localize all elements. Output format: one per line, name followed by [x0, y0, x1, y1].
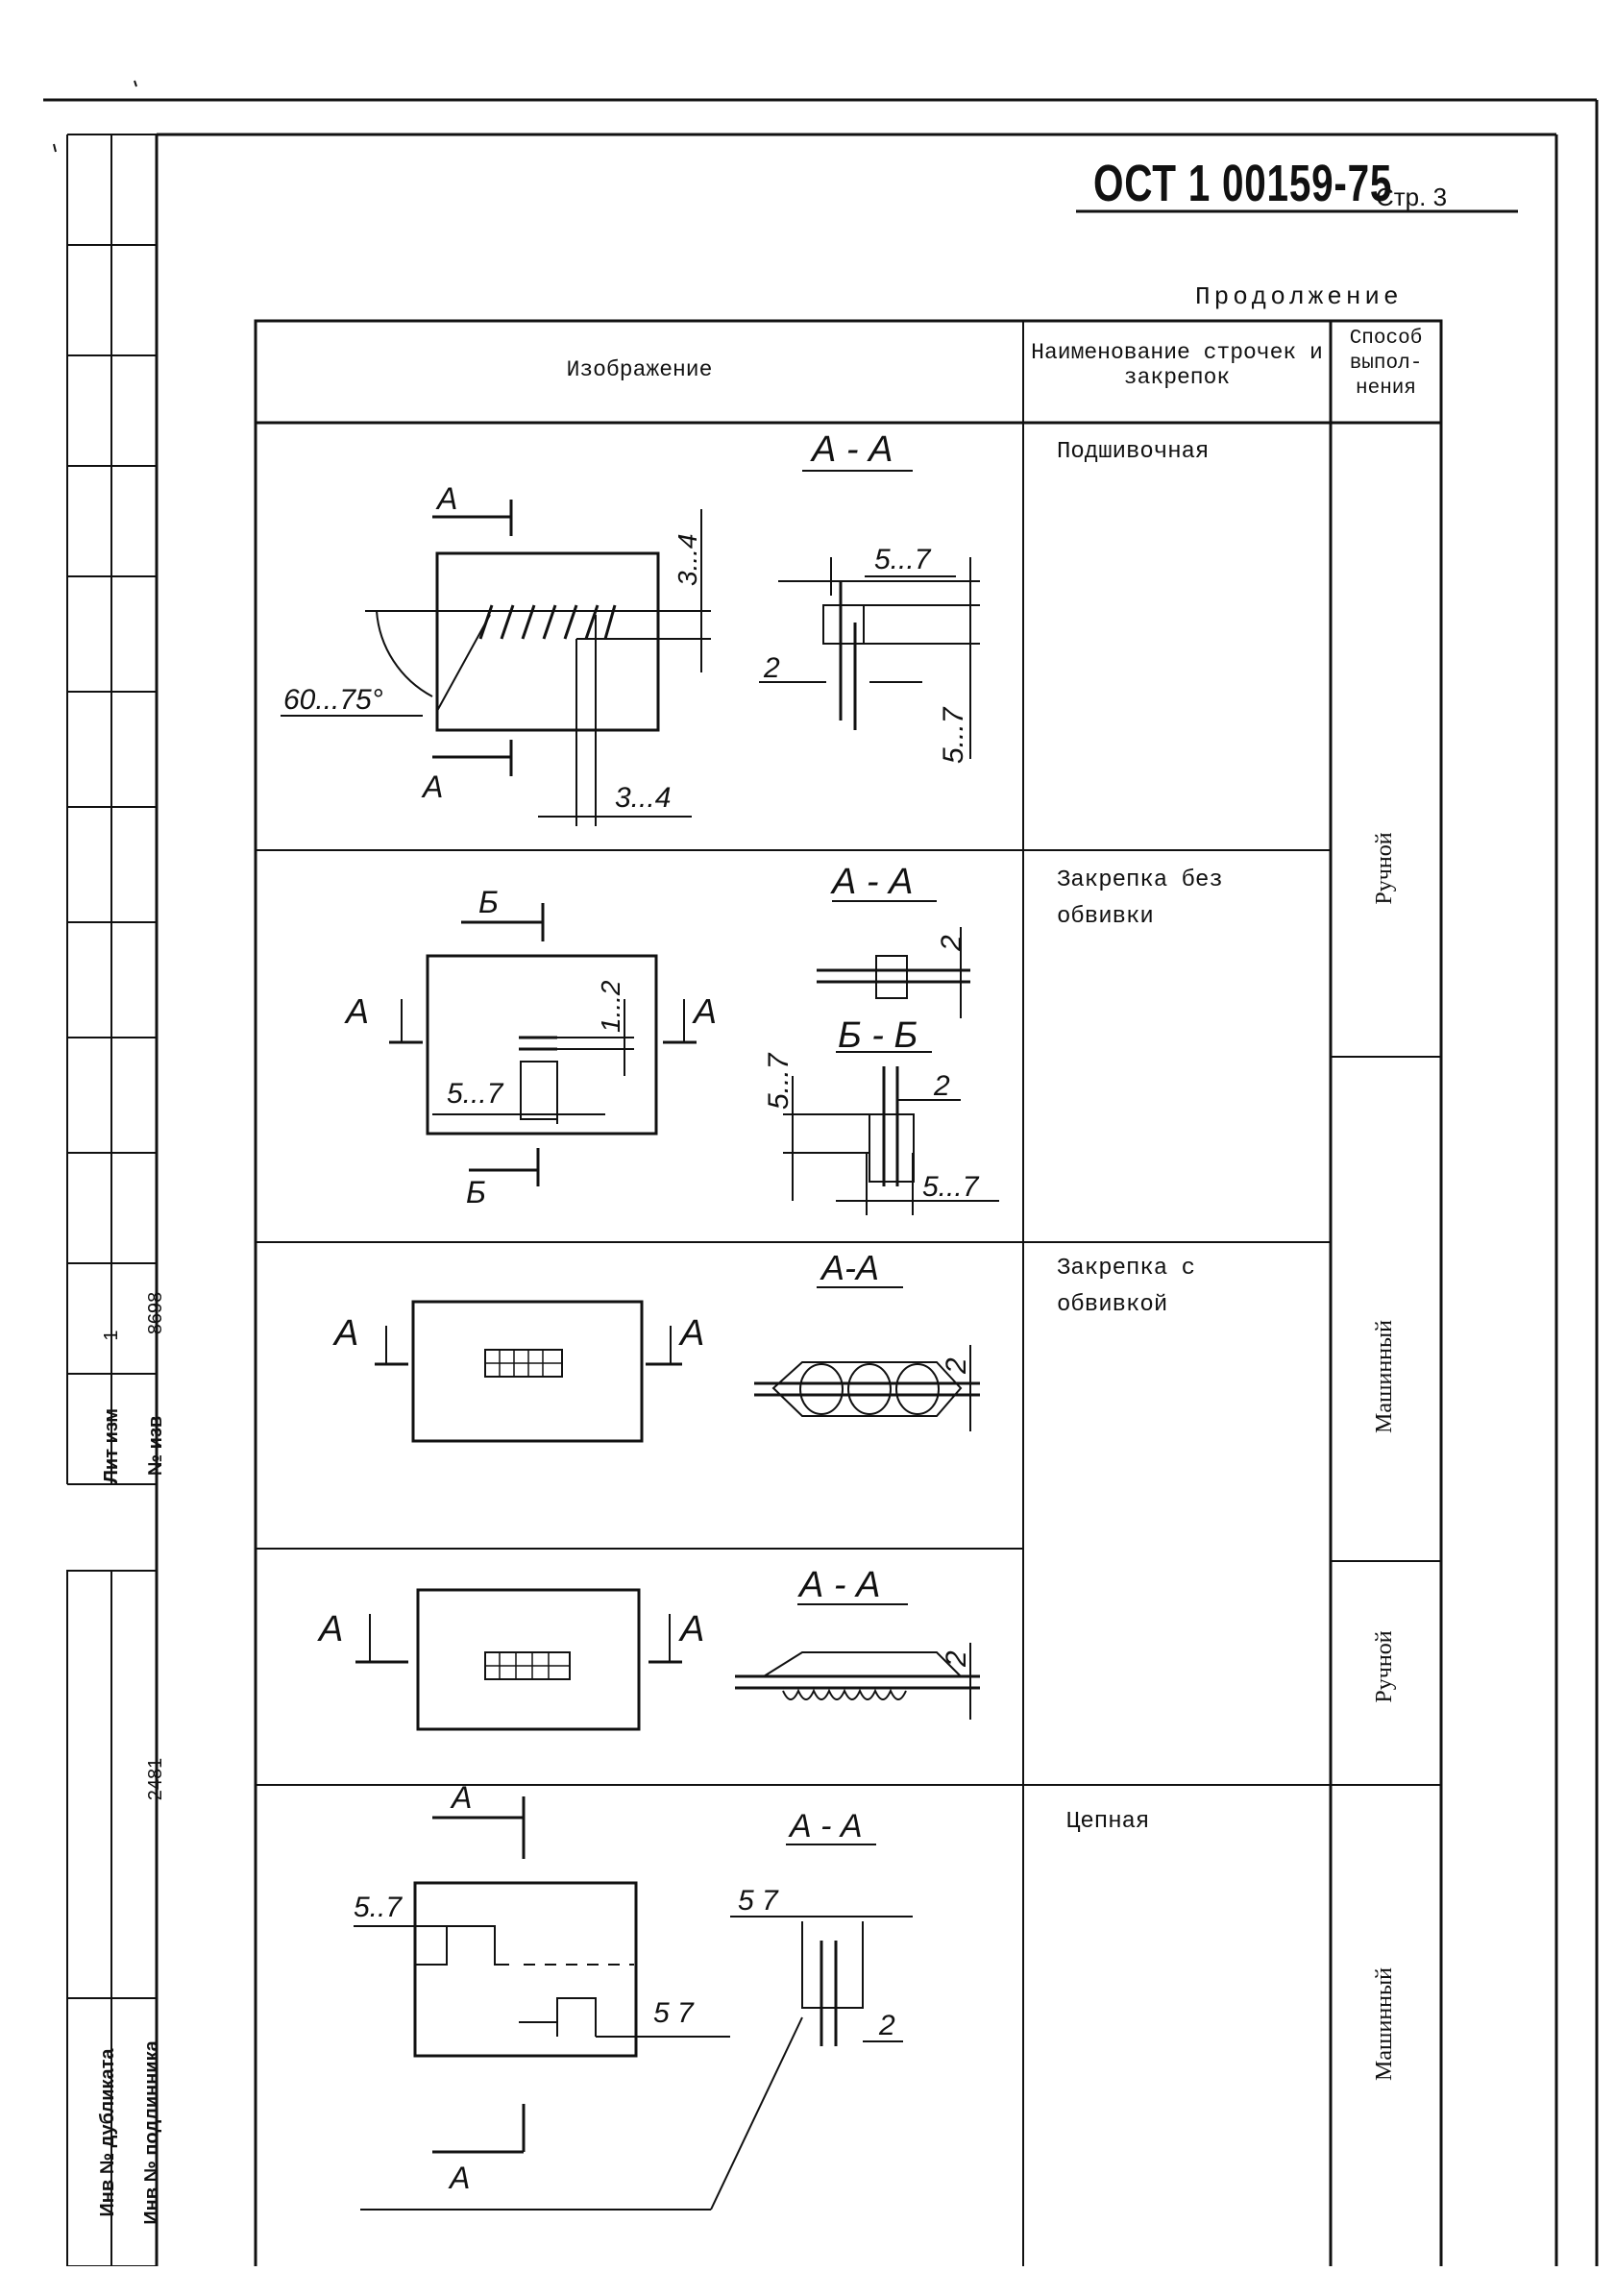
- row-1-name: Подшивочная: [1057, 439, 1210, 465]
- fabric-panel-5: [413, 1881, 638, 2058]
- dim-5-7-row2: 5...7: [447, 1078, 504, 1110]
- dim-3-4-bottom: 3...4: [615, 782, 671, 814]
- section-label-row5: А - А: [788, 1808, 863, 1844]
- dim-5-7-row2-bottom: 5...7: [922, 1171, 980, 1203]
- dim-5-7-left-row5: 5..7: [354, 1892, 403, 1923]
- dim-5-7-side: 5...7: [938, 706, 969, 764]
- cut-label-a-left-4: А: [317, 1609, 343, 1649]
- fabric-panel-2: [426, 954, 658, 1136]
- cut-label-b-top: Б: [478, 885, 499, 919]
- cut-label-a-right-4: А: [678, 1609, 704, 1649]
- section-label-bb-row2: Б - Б: [838, 1015, 918, 1056]
- dim-1-2-row2: 1...2: [596, 980, 625, 1033]
- document-number: ОСТ 1 00159-75: [1093, 155, 1393, 212]
- cut-label-a-left-2: А: [344, 991, 369, 1031]
- cut-label-a-top: А: [435, 481, 457, 516]
- row-2-name: Закрепка без обвивки: [1057, 867, 1223, 930]
- dim-2-row4: 2: [941, 1650, 972, 1668]
- fabric-panel-4: [416, 1588, 641, 1731]
- cut-label-a-left-3: А: [332, 1313, 358, 1354]
- cut-label-a-top-5: А: [450, 1780, 472, 1815]
- dim-2-row5: 2: [878, 2010, 895, 2041]
- col-header-method: Способ выпол-нения: [1349, 328, 1423, 400]
- cut-label-a-right-2: А: [692, 991, 717, 1031]
- row-5-name: Цепная: [1066, 1809, 1150, 1835]
- dim-5-7-row2-side: 5...7: [763, 1052, 795, 1110]
- col-header-name: Наименование строчек и закрепок: [1031, 340, 1323, 390]
- row-3-name: Закрепка с обвивкой: [1057, 1256, 1196, 1318]
- dim-5-7-right-row5: 5 7: [653, 1997, 695, 2029]
- dim-2-row1: 2: [763, 652, 780, 684]
- dim-2-row2-aa: 2: [936, 935, 967, 952]
- dim-2-row3: 2: [941, 1357, 972, 1375]
- dim-3-4-top: 3...4: [673, 534, 702, 586]
- continuation-label: Продолжение: [1195, 282, 1403, 311]
- angle-label: 60...75°: [283, 684, 383, 716]
- cut-label-a-right-3: А: [678, 1313, 704, 1354]
- fabric-panel: [435, 551, 660, 732]
- cut-label-b-bottom: Б: [466, 1175, 486, 1209]
- dim-2-row2-bb: 2: [933, 1070, 950, 1102]
- section-label-aa-row2: А - А: [830, 862, 913, 902]
- dim-5-7-top: 5...7: [874, 544, 932, 575]
- section-label-row1: А - А: [810, 429, 893, 470]
- cut-label-a-bottom: А: [421, 769, 443, 804]
- dim-5-7-section-row5: 5 7: [738, 1885, 779, 1917]
- cut-label-a-bottom-5: А: [448, 2161, 470, 2195]
- page-number: Стр. 3: [1376, 183, 1448, 211]
- col-header-image: Изображение: [566, 357, 713, 382]
- section-label-row3: А-А: [820, 1248, 879, 1287]
- section-label-row4: А - А: [797, 1565, 880, 1605]
- fabric-panel-3: [411, 1300, 644, 1443]
